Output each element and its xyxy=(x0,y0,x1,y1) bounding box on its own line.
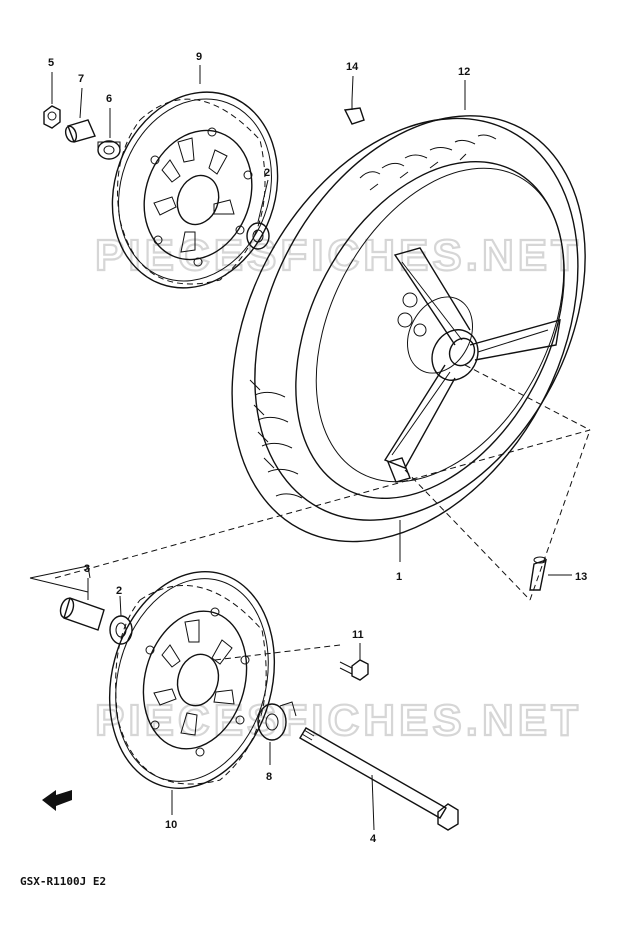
callout-9: 9 xyxy=(196,51,202,63)
watermark-top: PIECESFICHES.NET xyxy=(95,231,582,280)
brake-disc-upper xyxy=(111,91,279,289)
callout-6: 6 xyxy=(106,93,112,105)
balancer-weight-14 xyxy=(343,100,365,125)
wheel-assembly xyxy=(231,115,586,543)
brake-disc-lower xyxy=(108,571,276,789)
bearing-2-upper xyxy=(246,222,270,250)
callout-12: 12 xyxy=(458,66,470,78)
collar-8 xyxy=(257,701,297,741)
callout-3: 3 xyxy=(84,563,90,575)
callout-13: 13 xyxy=(575,571,587,583)
spacer-3 xyxy=(59,597,105,631)
callout-2-upper: 2 xyxy=(264,167,270,179)
callout-7: 7 xyxy=(78,73,84,85)
axle-4 xyxy=(299,727,459,831)
diagram-caption: GSX-R1100J E2 xyxy=(20,875,106,888)
callout-labels: 5 7 6 9 2 14 12 1 13 3 2 11 8 10 4 xyxy=(48,51,587,845)
callout-5: 5 xyxy=(48,57,54,69)
callout-14: 14 xyxy=(346,61,359,73)
callout-1: 1 xyxy=(396,571,402,583)
nut-5 xyxy=(43,105,61,129)
leader-lines xyxy=(29,65,591,831)
callout-11: 11 xyxy=(352,629,364,641)
bolt-11 xyxy=(339,659,369,681)
callout-10: 10 xyxy=(165,819,177,831)
callout-8: 8 xyxy=(266,771,272,783)
front-arrow-icon xyxy=(42,790,72,811)
callout-2-lower: 2 xyxy=(116,585,122,597)
spacer-7 xyxy=(64,119,96,143)
watermark-bottom: PIECESFICHES.NET xyxy=(95,696,582,745)
valve-13 xyxy=(529,556,547,591)
washer-6 xyxy=(97,140,121,160)
callout-4: 4 xyxy=(370,833,377,845)
